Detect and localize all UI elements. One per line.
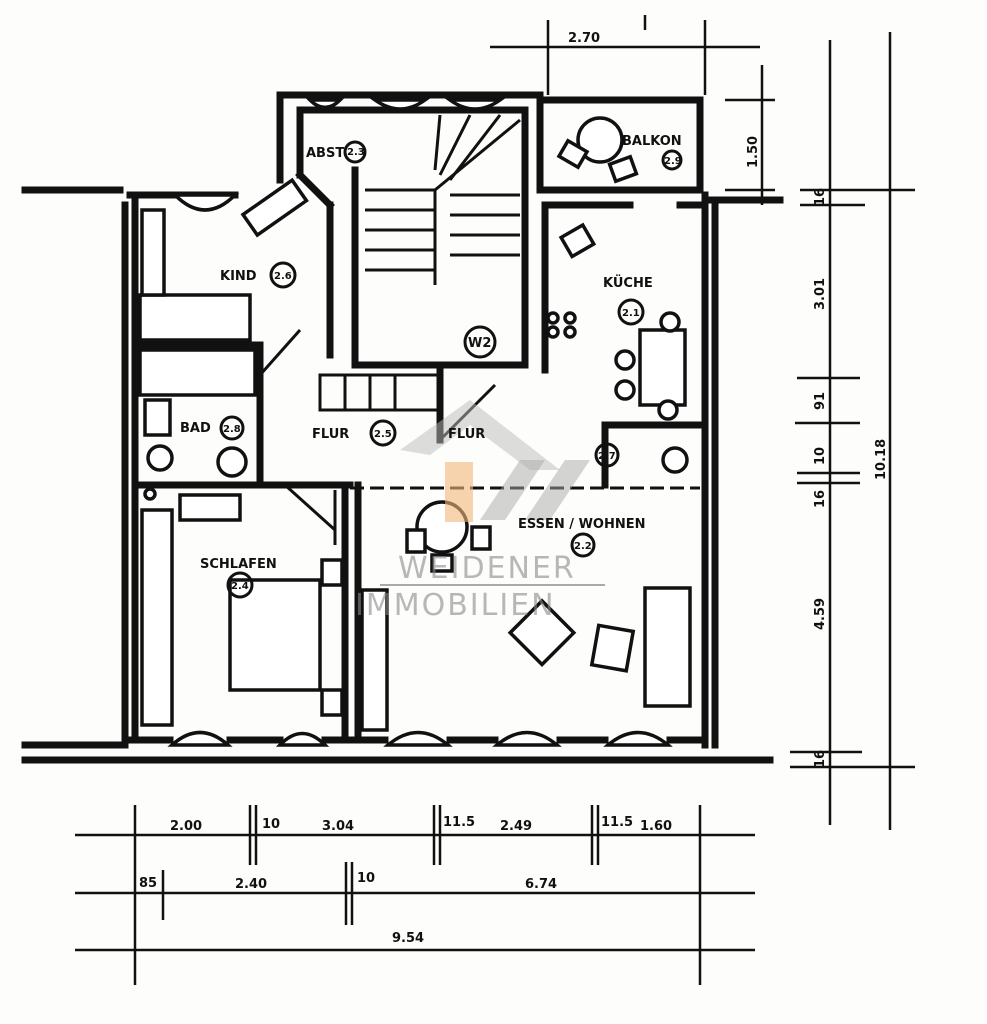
dim-right-total: 10.18 xyxy=(874,439,889,480)
room-schlafen-number: 2.4 xyxy=(231,581,249,592)
dim-right-5: 4.59 xyxy=(813,598,828,630)
dim-row1-6: 1.60 xyxy=(640,819,672,834)
dim-balcony: 1.50 xyxy=(746,136,761,168)
dim-right-6: 16 xyxy=(813,750,828,768)
room-wohnen-label: ESSEN / WOHNEN xyxy=(518,517,646,532)
windows xyxy=(167,98,673,747)
room-wc-number: 2.7 xyxy=(598,451,616,462)
room-wohnen-number: 2.2 xyxy=(574,541,592,552)
room-kueche-number: 2.1 xyxy=(622,308,640,319)
dim-row2-0: 85 xyxy=(139,876,157,891)
dim-row1-5: 11.5 xyxy=(601,815,633,830)
room-bad-number: 2.8 xyxy=(223,424,241,435)
stair-label: W2 xyxy=(468,336,491,351)
room-flur-label: FLUR xyxy=(312,427,349,442)
dim-right-1: 3.01 xyxy=(813,278,828,310)
staircase xyxy=(365,114,521,285)
watermark-line1: WEIDENER xyxy=(398,551,576,586)
dim-total: 9.54 xyxy=(392,931,424,946)
watermark-line2: IMMOBILIEN xyxy=(355,588,556,623)
watermark-accent xyxy=(445,462,473,522)
room-abst-number: 2.3 xyxy=(347,147,365,158)
room-bad-label: BAD xyxy=(180,421,211,436)
room-balkon-number: 2.9 xyxy=(664,156,682,167)
dim-right-3: 10 xyxy=(813,447,828,465)
dim-top: 2.70 xyxy=(568,31,600,46)
furniture xyxy=(138,116,692,732)
room-schlafen-label: SCHLAFEN xyxy=(200,557,277,572)
dim-row1-0: 2.00 xyxy=(170,819,202,834)
room-flur-number: 2.5 xyxy=(374,429,392,440)
dim-row1-1: 10 xyxy=(262,817,280,832)
room-kueche-label: KÜCHE xyxy=(603,275,653,291)
dim-right-0: 16 xyxy=(813,188,828,206)
room-kind-number: 2.6 xyxy=(274,271,292,282)
dim-row2-2: 10 xyxy=(357,871,375,886)
dim-row2-3: 6.74 xyxy=(525,877,557,892)
room-labels: KIND 2.6 ABST 2.3 BALKON 2.9 KÜCHE 2.1 W… xyxy=(180,134,683,599)
dim-row1-4: 2.49 xyxy=(500,819,532,834)
dim-row1-3: 11.5 xyxy=(443,815,475,830)
room-abst-label: ABST xyxy=(306,146,344,161)
room-balkon-label: BALKON xyxy=(622,134,682,149)
walls xyxy=(21,91,784,764)
room-flur2-label: FLUR xyxy=(448,427,485,442)
dim-right-2: 91 xyxy=(813,392,828,410)
dimension-lines: 2.70 1.50 16 3.01 91 10 16 4.59 16 10.18 xyxy=(75,15,915,985)
dim-right-4: 16 xyxy=(813,490,828,508)
dim-row2-1: 2.40 xyxy=(235,877,267,892)
dim-row1-2: 3.04 xyxy=(322,819,354,834)
watermark-logo: WEIDENER IMMOBILIEN xyxy=(355,400,605,623)
room-kind-label: KIND xyxy=(220,269,257,284)
